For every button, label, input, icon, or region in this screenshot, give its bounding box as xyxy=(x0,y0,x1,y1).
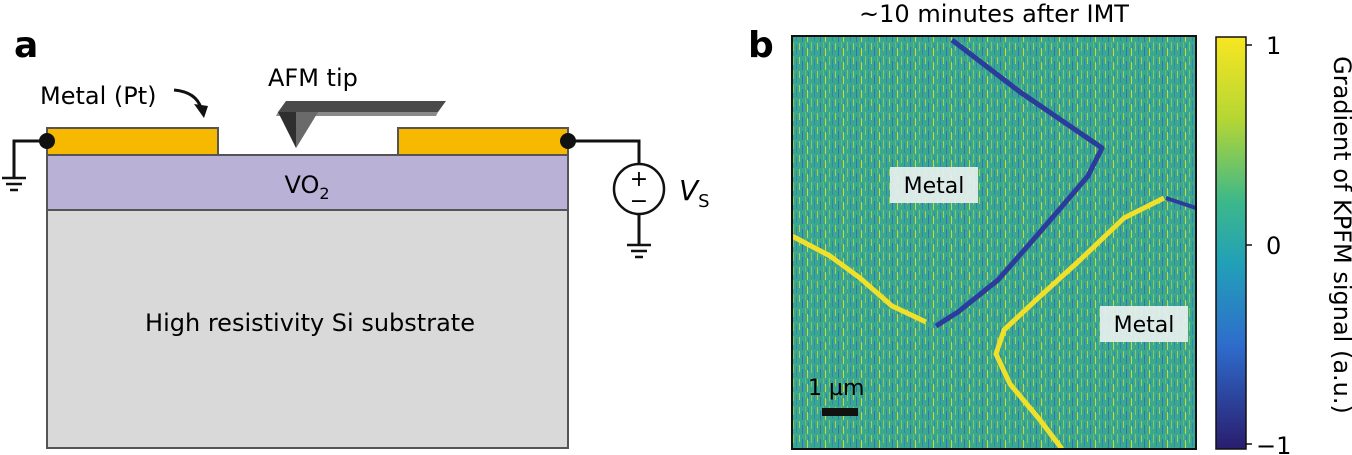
panel-b-title: ~10 minutes after IMT xyxy=(859,0,1129,28)
panel-b-label: b xyxy=(748,25,774,66)
scalebar-label: 1 µm xyxy=(808,376,864,401)
vo2-label: VO2 xyxy=(284,171,329,203)
metal-region-label-2: Metal xyxy=(1114,313,1175,338)
scalebar xyxy=(822,408,858,416)
source-minus: − xyxy=(630,189,648,214)
metal-pt-label: Metal (Pt) xyxy=(40,82,157,110)
right-contact-dot xyxy=(560,133,576,149)
vs-symbol: V xyxy=(679,174,700,207)
vo2-text: VO xyxy=(284,171,319,199)
panel-a: a High resistivity Si substrate VO2 Meta… xyxy=(2,25,710,449)
colorbar-label: Gradient of KPFM signal (a.u.) xyxy=(1328,56,1352,414)
colorbar xyxy=(1215,36,1247,450)
vo2-subscript: 2 xyxy=(319,184,329,203)
metal-electrode-left xyxy=(46,127,219,156)
metal-region-label-1: Metal xyxy=(904,174,965,199)
vs-subscript: S xyxy=(698,191,709,212)
metal-electrode-right xyxy=(397,127,569,156)
afm-tip-highlight xyxy=(296,112,318,148)
metal-arrow-head xyxy=(194,104,208,118)
si-substrate xyxy=(46,209,569,449)
ground-icon-right xyxy=(627,243,651,259)
afm-cantilever xyxy=(278,101,446,112)
colorbar-ticks xyxy=(1246,44,1252,445)
panel-a-label: a xyxy=(14,25,38,66)
ground-icon-left xyxy=(2,176,26,192)
source-plus: + xyxy=(630,167,648,192)
panel-b: b ~10 minutes after IMT Metal Metal 1 µm… xyxy=(748,0,1352,455)
vo2-layer xyxy=(46,154,569,211)
colorbar-tick-zero: 0 xyxy=(1266,232,1281,260)
colorbar-tick-min: −1 xyxy=(1256,432,1291,455)
domain-wall-yellow-left xyxy=(790,233,928,325)
domain-wall-blue xyxy=(934,38,1105,329)
substrate-label: High resistivity Si substrate xyxy=(145,309,475,337)
domain-wall-yellow-right xyxy=(993,195,1166,451)
left-contact-dot xyxy=(39,133,55,149)
kpfm-map xyxy=(792,36,1196,449)
afm-tip-label: AFM tip xyxy=(268,64,358,92)
metal-label-box-1 xyxy=(890,167,978,203)
vs-label: VS xyxy=(679,174,710,212)
kpfm-map-frame xyxy=(791,35,1197,450)
colorbar-tick-max: 1 xyxy=(1266,32,1281,60)
metal-label-box-2 xyxy=(1100,306,1188,342)
domain-wall-blue-right xyxy=(1165,196,1197,210)
